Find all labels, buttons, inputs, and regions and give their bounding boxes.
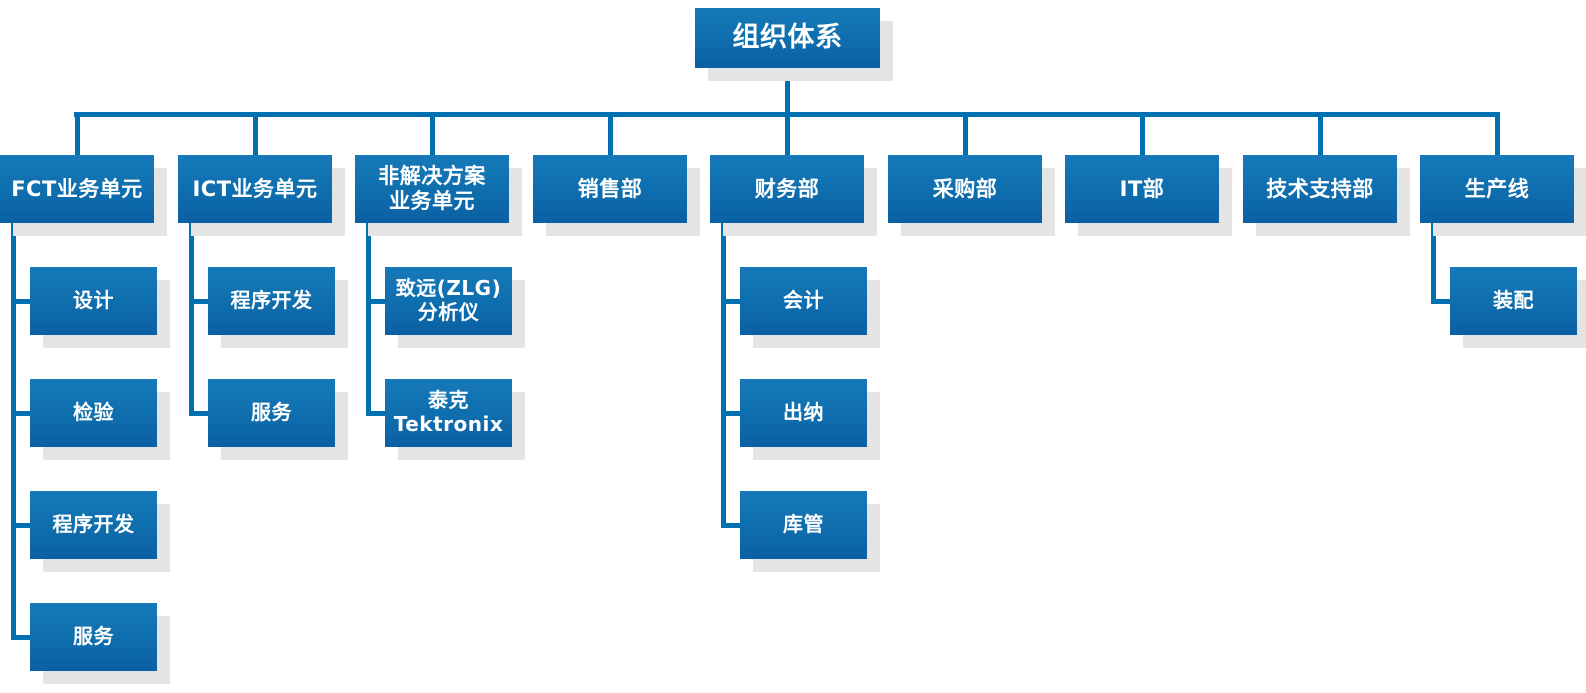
node-label: 程序开发: [52, 512, 135, 537]
node-label: 非解决方案 业务单元: [378, 164, 486, 213]
sub-department-node: 设计: [30, 267, 157, 335]
department-node: 技术支持部: [1243, 155, 1397, 223]
connector-line: [11, 635, 34, 640]
node-label: 生产线: [1464, 176, 1530, 201]
org-root-label: 组织体系: [732, 22, 843, 54]
sub-department-node: 泰克 Tektronix: [385, 379, 512, 447]
node-label: 会计: [783, 288, 824, 313]
org-root-node: 组织体系: [695, 8, 880, 68]
sub-department-node: 会计: [740, 267, 867, 335]
department-node: 财务部: [710, 155, 864, 223]
node-label: 销售部: [577, 176, 643, 201]
connector-line: [785, 66, 790, 114]
connector-line: [11, 299, 34, 304]
connector-line: [608, 112, 613, 158]
connector-line: [721, 411, 744, 416]
department-node: 销售部: [533, 155, 687, 223]
sub-department-node: 服务: [30, 603, 157, 671]
sub-department-node: 库管: [740, 491, 867, 559]
department-node: 生产线: [1420, 155, 1574, 223]
connector-line: [721, 523, 744, 528]
node-label: 程序开发: [230, 288, 313, 313]
connector-line: [366, 219, 371, 415]
department-node: IT部: [1065, 155, 1219, 223]
connector-line: [366, 411, 389, 416]
sub-department-node: 出纳: [740, 379, 867, 447]
node-label: 致远(ZLG) 分析仪: [395, 276, 502, 324]
connector-line: [721, 219, 726, 527]
department-node: FCT业务单元: [0, 155, 154, 223]
node-label: FCT业务单元: [11, 176, 143, 201]
connector-line: [1431, 219, 1436, 303]
connector-line: [963, 112, 968, 158]
sub-department-node: 检验: [30, 379, 157, 447]
connector-line: [1318, 112, 1323, 158]
connector-line: [366, 299, 389, 304]
node-label: 出纳: [783, 400, 824, 425]
sub-department-node: 程序开发: [208, 267, 335, 335]
node-label: 财务部: [754, 176, 820, 201]
node-label: 检验: [73, 400, 114, 425]
sub-department-node: 装配: [1450, 267, 1577, 335]
connector-line: [189, 411, 212, 416]
node-label: 设计: [73, 288, 114, 313]
connector-line: [1140, 112, 1145, 158]
department-node: 采购部: [888, 155, 1042, 223]
connector-line: [189, 299, 212, 304]
sub-department-node: 致远(ZLG) 分析仪: [385, 267, 512, 335]
connector-line: [721, 299, 744, 304]
node-label: 服务: [73, 624, 114, 649]
department-node: 非解决方案 业务单元: [355, 155, 509, 223]
connector-line: [11, 219, 16, 639]
connector-line: [253, 112, 258, 158]
connector-line: [75, 112, 80, 158]
connector-line: [785, 112, 790, 158]
node-label: 泰克 Tektronix: [393, 388, 504, 436]
connector-line: [11, 523, 34, 528]
node-label: ICT业务单元: [192, 176, 318, 201]
node-label: 服务: [251, 400, 292, 425]
connector-line: [189, 219, 194, 415]
connector-line: [430, 112, 435, 158]
connector-line: [11, 411, 34, 416]
sub-department-node: 程序开发: [30, 491, 157, 559]
connector-line: [1431, 299, 1454, 304]
node-label: 技术支持部: [1266, 176, 1374, 201]
node-label: IT部: [1119, 176, 1165, 201]
department-node: ICT业务单元: [178, 155, 332, 223]
node-label: 库管: [783, 512, 824, 537]
node-label: 装配: [1493, 288, 1534, 313]
node-label: 采购部: [932, 176, 998, 201]
connector-line: [1495, 112, 1500, 158]
sub-department-node: 服务: [208, 379, 335, 447]
